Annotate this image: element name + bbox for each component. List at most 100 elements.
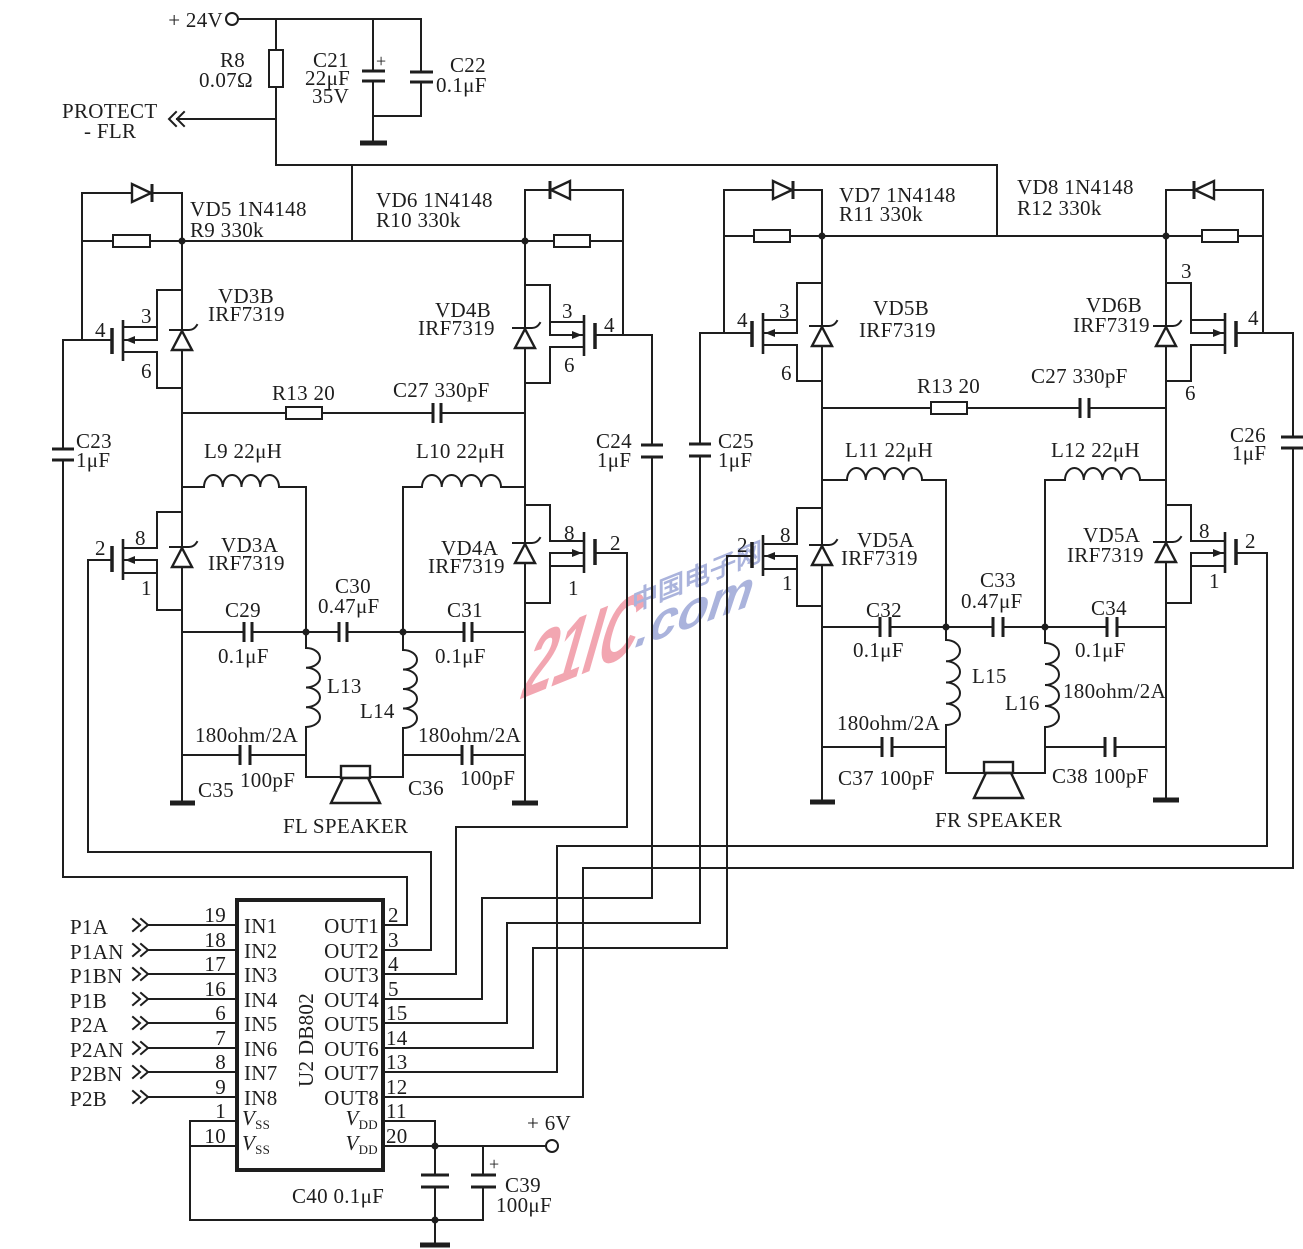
input-pin-name: IN6 [244, 1037, 278, 1061]
capacitor-c32 [878, 617, 892, 637]
capacitor-c35 [238, 745, 252, 765]
capacitor-c39 [471, 1173, 496, 1189]
vss-label: VSS [242, 1106, 270, 1132]
mosfet-arrow-icon [125, 556, 135, 564]
fr-channel: VD7 1N4148 R11 330k VD8 1N4148 R12 330k … [382, 175, 1303, 1098]
speaker-fl-magnet [339, 764, 372, 780]
label-r11: R11 330k [839, 202, 923, 226]
wire-vdd [382, 1120, 547, 1147]
label-vd5: VD5 1N4148 [190, 197, 307, 221]
zener-diode-icon [809, 319, 839, 348]
output-pin-name: OUT1 [324, 914, 379, 938]
output-pin-name: OUT3 [324, 963, 379, 987]
zener-bar [512, 321, 542, 329]
vdd-symbol: V [345, 1106, 360, 1130]
mosfet-leads [1165, 282, 1226, 382]
inductor-l11-icon [845, 467, 924, 482]
zener-bar [512, 536, 542, 544]
label-vd6: VD6 1N4148 [376, 188, 493, 212]
input-net-label: P1A [70, 915, 109, 939]
pin-label: 1 [141, 576, 152, 600]
mosfet-vd5a-right [1165, 504, 1238, 604]
input-net-label: P1AN [70, 940, 124, 964]
label-c36-value: 100pF [460, 766, 515, 790]
input-net-label: P2BN [70, 1062, 123, 1086]
wire-vd8 [1165, 189, 1264, 334]
label-r9: R9 330k [190, 218, 264, 242]
output-pin-name: OUT6 [324, 1037, 379, 1061]
input-connector-icon [131, 1064, 238, 1080]
pin-label: 4 [604, 313, 615, 337]
inductor-l13-icon [304, 646, 321, 729]
vss-pin-number: 1 [215, 1099, 226, 1123]
output-pin-name: OUT7 [324, 1061, 379, 1085]
capacitor-c33 [991, 617, 1005, 637]
mosfet-arrow-icon [1213, 329, 1223, 337]
label-c32-value: 0.1μF [853, 638, 904, 662]
capacitor-c23 [52, 447, 74, 462]
mosfet-leads [524, 284, 585, 384]
label-c29-value: 0.1μF [218, 644, 269, 668]
resistor-r13 [285, 406, 323, 420]
label-c39-value: 100μF [496, 1193, 552, 1217]
zener-triangle [810, 324, 834, 348]
pin-label: 6 [564, 353, 575, 377]
mosfet-vd5a-left [750, 507, 823, 607]
mosfet-leads [122, 511, 183, 611]
output-pin-name: OUT4 [324, 988, 379, 1012]
zener-diode-icon [169, 540, 199, 569]
wire-out2-vd3a-gate [87, 559, 432, 951]
mosfet-vd6b [1165, 282, 1238, 382]
input-pin-name: IN8 [244, 1086, 278, 1110]
mosfet-arrow-icon [1213, 549, 1223, 557]
zener-triangle [1154, 540, 1178, 564]
input-connector-icon [131, 1015, 238, 1031]
label-vd3b-ref: VD3B [218, 284, 274, 308]
input-net-label: P2A [70, 1013, 109, 1037]
label-l9: L9 22μH [204, 439, 282, 463]
wire-l16 [1012, 626, 1046, 774]
resistor-r9 [112, 234, 151, 248]
label-l15-rating: 180ohm/2A [837, 711, 941, 735]
label-vd5b-part: IRF7319 [859, 318, 936, 342]
speaker-fl-icon [329, 776, 382, 805]
label-supply-6v: + 6V [527, 1111, 571, 1135]
resistor-r12 [1201, 229, 1239, 243]
ic-supply: + 6V C40 0.1μF + C39 100μF [189, 1111, 571, 1248]
label-fl-speaker: FL SPEAKER [283, 814, 408, 838]
input-pin-number: 19 [204, 903, 226, 927]
label-c34-value: 0.1μF [1075, 638, 1126, 662]
input-pin-number: 6 [215, 1001, 226, 1025]
output-pin-number: 14 [386, 1026, 408, 1050]
wire-out6-vd5a-gate [382, 555, 753, 1049]
label-c21-polarity: + [376, 51, 386, 71]
resistor-r10 [553, 234, 591, 248]
label-c33-ref: C33 [980, 568, 1016, 592]
label-c24-value: 1μF [597, 448, 631, 472]
pin-label: 1 [1209, 569, 1220, 593]
pin-label: 4 [95, 318, 106, 342]
label-c38: C38 100pF [1052, 764, 1149, 788]
label-c35-ref: C35 [198, 778, 234, 802]
label-supply-24v: + 24V [168, 8, 223, 32]
output-pin-name: OUT8 [324, 1086, 379, 1110]
label-vd6b-part: IRF7319 [1073, 313, 1150, 337]
diode-vd7-icon [771, 179, 795, 201]
vss-label: VSS [242, 1131, 270, 1157]
input-pin-name: IN3 [244, 963, 278, 987]
input-net-label: P2AN [70, 1038, 124, 1062]
zener-triangle [513, 326, 537, 350]
pin-label: 6 [141, 359, 152, 383]
vdd-pin-number: 20 [386, 1124, 408, 1148]
input-connector-icon [131, 1089, 238, 1105]
label-c31-ref: C31 [447, 598, 483, 622]
label-r12: R12 330k [1017, 196, 1102, 220]
zener-bar [1153, 535, 1183, 543]
input-connector-icon [131, 1040, 238, 1056]
output-pin-name: OUT2 [324, 939, 379, 963]
label-c34-ref: C34 [1091, 596, 1127, 620]
zener-bar [169, 323, 199, 331]
junction-dot [178, 237, 186, 245]
